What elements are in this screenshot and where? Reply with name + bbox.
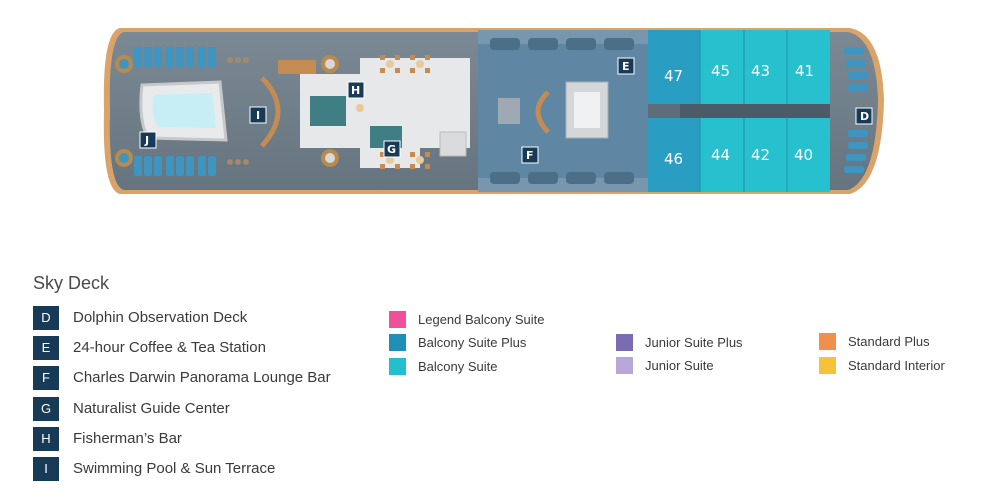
category-label: Junior Suite — [645, 358, 714, 373]
cabin-number-43: 43 — [751, 62, 770, 80]
category-swatch — [819, 357, 836, 374]
amenity-code: I — [33, 457, 59, 481]
cabin-number-41: 41 — [795, 62, 814, 80]
amenity-code: E — [33, 336, 59, 360]
amenity-code: F — [33, 366, 59, 390]
svg-text:F: F — [526, 149, 534, 162]
planters — [115, 55, 339, 167]
cabin-number-45: 45 — [711, 62, 730, 80]
category-swatch — [819, 333, 836, 350]
map-marker-i: I — [249, 106, 267, 124]
svg-text:J: J — [144, 134, 149, 147]
amenity-label: Swimming Pool & Sun Terrace — [73, 460, 276, 477]
deck-title: Sky Deck — [33, 273, 110, 293]
amenity-item-e: E 24-hour Coffee & Tea Station — [33, 336, 383, 360]
amenity-code: G — [33, 397, 59, 421]
svg-text:H: H — [351, 84, 360, 97]
cabin-block — [648, 30, 830, 192]
map-marker-d: D — [855, 107, 873, 125]
cabin-number-44: 44 — [711, 146, 730, 164]
bar-tables — [356, 55, 430, 169]
amenity-item-i: I Swimming Pool & Sun Terrace — [33, 457, 383, 481]
category-label: Junior Suite Plus — [645, 335, 743, 350]
cabin-number-42: 42 — [751, 146, 770, 164]
deck-plan: 47 45 43 41 46 44 42 40 D E F G H I — [103, 28, 885, 194]
amenity-item-g: G Naturalist Guide Center — [33, 397, 383, 421]
panorama-lounge — [478, 30, 648, 192]
cabin-number-47: 47 — [664, 67, 683, 85]
amenity-code: H — [33, 427, 59, 451]
amenity-label: Naturalist Guide Center — [73, 400, 230, 417]
amenity-label: Dolphin Observation Deck — [73, 309, 248, 326]
cabin-number-40: 40 — [794, 146, 813, 164]
amenity-item-f: F Charles Darwin Panorama Lounge Bar — [33, 366, 383, 390]
category-swatch — [389, 334, 406, 351]
map-marker-g: G — [383, 140, 401, 158]
svg-text:E: E — [622, 60, 630, 73]
amenity-item-d: D Dolphin Observation Deck — [33, 306, 383, 330]
map-marker-j: J — [139, 131, 157, 149]
map-marker-e: E — [617, 57, 635, 75]
category-label: Legend Balcony Suite — [418, 312, 545, 327]
amenity-item-h: H Fisherman’s Bar — [33, 427, 383, 451]
cabin-number-46: 46 — [664, 150, 683, 168]
amenity-label: 24-hour Coffee & Tea Station — [73, 339, 266, 356]
amenity-label: Fisherman’s Bar — [73, 430, 182, 447]
category-swatch — [616, 334, 633, 351]
category-swatch — [389, 311, 406, 328]
amenity-code: D — [33, 306, 59, 330]
lounge-seating — [490, 38, 634, 184]
enclosed-area — [300, 58, 470, 168]
category-label: Standard Interior — [848, 358, 945, 373]
svg-text:I: I — [256, 109, 260, 122]
map-marker-f: F — [521, 146, 539, 164]
category-label: Balcony Suite Plus — [418, 335, 527, 350]
category-swatch — [616, 357, 633, 374]
category-label: Balcony Suite — [418, 359, 498, 374]
bow-loungers — [844, 48, 868, 173]
category-swatch — [389, 358, 406, 375]
sun-loungers-bottom — [134, 156, 216, 176]
cabin-numbers: 47 45 43 41 46 44 42 40 — [664, 62, 814, 168]
bar-counter — [260, 76, 281, 148]
svg-text:D: D — [860, 110, 869, 123]
category-label: Standard Plus — [848, 334, 930, 349]
map-marker-h: H — [347, 81, 365, 99]
amenity-label: Charles Darwin Panorama Lounge Bar — [73, 369, 331, 386]
sun-loungers-top — [134, 47, 216, 67]
svg-text:G: G — [387, 143, 396, 156]
